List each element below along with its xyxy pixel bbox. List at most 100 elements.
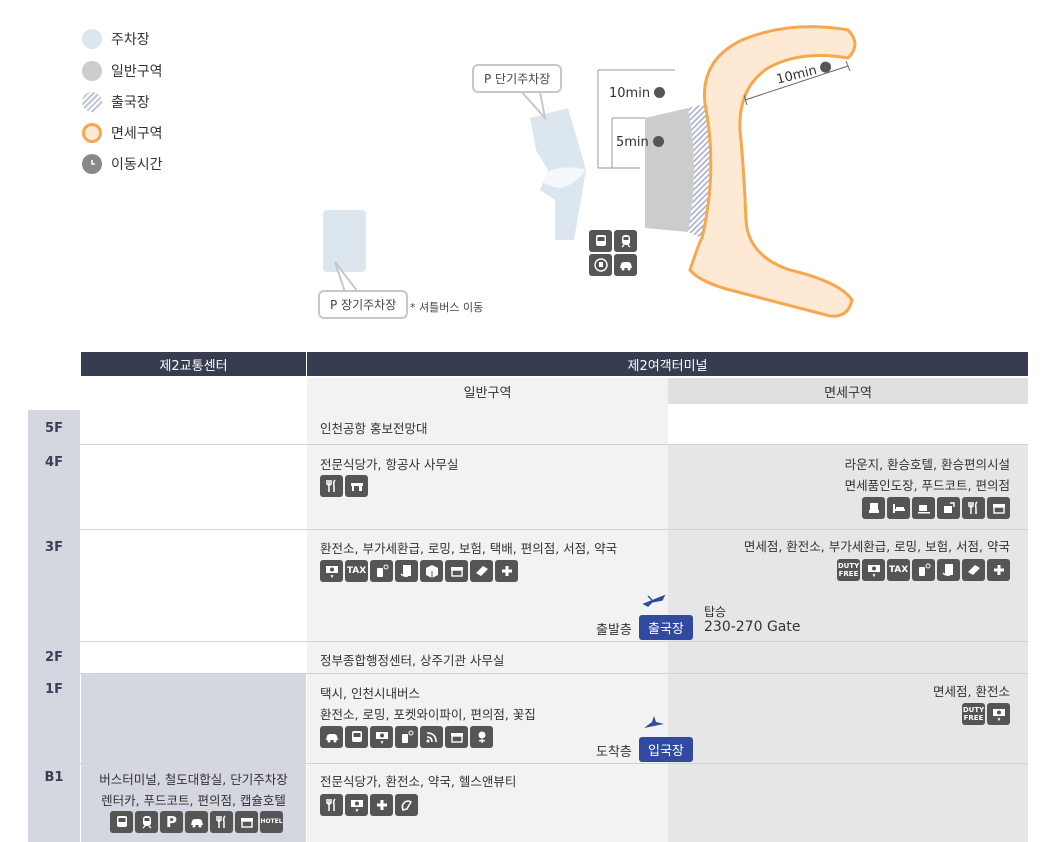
departure-hall-area <box>688 104 711 238</box>
beauty-icon <box>395 794 418 816</box>
roaming-icon <box>395 726 418 748</box>
store-icon <box>235 811 258 833</box>
exchange-icon <box>987 703 1010 725</box>
lounge-icon <box>862 497 885 519</box>
delivery-icon <box>420 560 443 582</box>
facility-text: 전문식당가, 항공사 사무실 <box>320 457 459 472</box>
parking-swatch-icon <box>82 29 102 49</box>
facility-text: 환전소, 부가세환급, 로밍, 보험, 택배, 편의점, 서점, 약국 <box>320 541 618 556</box>
floor-label: 3F <box>45 540 63 555</box>
exchange-icon <box>862 559 885 581</box>
header-terminal: 제2여객터미널 <box>307 352 1028 376</box>
facility-icons <box>320 726 493 748</box>
subheader-general: 일반구역 <box>307 378 668 404</box>
subway-icon <box>589 254 612 276</box>
arrival-plane-icon <box>644 716 664 728</box>
facility-text: 면세점, 환전소, 부가세환급, 로밍, 보험, 서점, 약국 <box>743 539 1010 554</box>
facility-icons <box>320 475 368 497</box>
floor-column <box>28 410 80 842</box>
taxi-icon <box>614 254 637 276</box>
pharmacy-icon <box>370 794 393 816</box>
facility-text: 면세점, 환전소 <box>933 684 1010 699</box>
office-icon <box>345 475 368 497</box>
subheader-dutyfree: 면세구역 <box>668 378 1028 404</box>
facility-text: 렌터카, 푸드코트, 편의점, 캡슐호텔 <box>101 793 286 808</box>
general-zone-area <box>645 108 694 232</box>
facility-icons <box>862 497 1010 519</box>
facility-text: 면세품인도장, 푸드코트, 편의점 <box>844 478 1010 493</box>
tax-icon: TAX <box>345 560 368 582</box>
departure-plane-icon <box>642 594 666 607</box>
taxi-icon <box>320 726 343 748</box>
gate-range: 230-270 Gate <box>704 619 801 635</box>
train-icon <box>135 811 158 833</box>
map-transport-icons <box>589 230 637 276</box>
time-label-5min: 5min <box>616 135 664 150</box>
facility-text: 버스터미널, 철도대합실, 단기주차장 <box>99 772 288 787</box>
rentcar-icon <box>185 811 208 833</box>
facility-icons <box>320 794 418 816</box>
dutyfree-swatch-icon <box>82 123 102 143</box>
time-label-10min: 10min <box>609 86 666 101</box>
train-icon <box>614 230 637 252</box>
dutyfree-concourse-area <box>688 25 857 318</box>
pharmacy-icon <box>495 560 518 582</box>
hotel-bed-icon <box>887 497 910 519</box>
store-icon <box>445 560 468 582</box>
facility-icons: P HOTEL <box>110 811 283 833</box>
book-icon <box>962 559 985 581</box>
short-term-parking-callout: P 단기주차장 <box>472 64 563 93</box>
arrival-hall-badge: 입국장 <box>639 737 693 762</box>
facility-text: 인천공항 홍보전망대 <box>320 421 428 436</box>
departure-level-label: 출발층 <box>596 623 632 638</box>
legend-label: 주차장 <box>111 32 150 48</box>
legend-general: 일반구역 <box>82 60 163 82</box>
clock-icon <box>819 60 833 74</box>
facility-text: 전문식당가, 환전소, 약국, 헬스앤뷰티 <box>320 774 517 789</box>
bus-icon <box>589 230 612 252</box>
exchange-icon <box>345 794 368 816</box>
store-icon <box>445 726 468 748</box>
roaming-icon <box>912 559 935 581</box>
legend-label: 면세구역 <box>111 126 163 142</box>
roaming-icon <box>370 560 393 582</box>
header-transport-center: 제2교통센터 <box>81 352 306 376</box>
wifi-icon <box>420 726 443 748</box>
departure-swatch-icon <box>82 92 102 112</box>
long-term-parking-callout: P 장기주차장 <box>318 290 409 319</box>
insurance-icon <box>937 559 960 581</box>
general-swatch-icon <box>82 61 102 81</box>
facility-text: 택시, 인천시내버스 <box>320 686 420 701</box>
clock-icon <box>652 136 664 147</box>
restaurant-icon <box>210 811 233 833</box>
floor-label: 1F <box>45 682 63 697</box>
exchange-icon <box>320 560 343 582</box>
exchange-icon <box>370 726 393 748</box>
floor-label: 5F <box>45 421 63 436</box>
facility-icons: TAX <box>320 560 518 582</box>
restaurant-icon <box>962 497 985 519</box>
arrival-level-label: 도착층 <box>596 745 632 760</box>
restaurant-icon <box>320 794 343 816</box>
shuttle-note: * 셔틀버스 이동 <box>410 301 484 314</box>
book-icon <box>470 560 493 582</box>
flower-icon <box>470 726 493 748</box>
legend-parking: 주차장 <box>82 28 150 50</box>
clock-icon <box>82 154 102 174</box>
boarding-label: 탑승 <box>704 605 727 619</box>
cafe-icon <box>912 497 935 519</box>
facility-text: 정부종합행정센터, 상주기관 사무실 <box>320 653 505 668</box>
legend-label: 출국장 <box>111 95 150 111</box>
floor-label: 4F <box>45 455 63 470</box>
pharmacy-icon <box>987 559 1010 581</box>
facility-text: 라운지, 환승호텔, 환승편의시설 <box>844 457 1010 472</box>
pickup-icon <box>937 497 960 519</box>
long-term-parking-lot <box>323 210 366 272</box>
tax-icon: TAX <box>887 559 910 581</box>
legend-label: 일반구역 <box>111 64 163 80</box>
floor-label: B1 <box>44 770 64 785</box>
